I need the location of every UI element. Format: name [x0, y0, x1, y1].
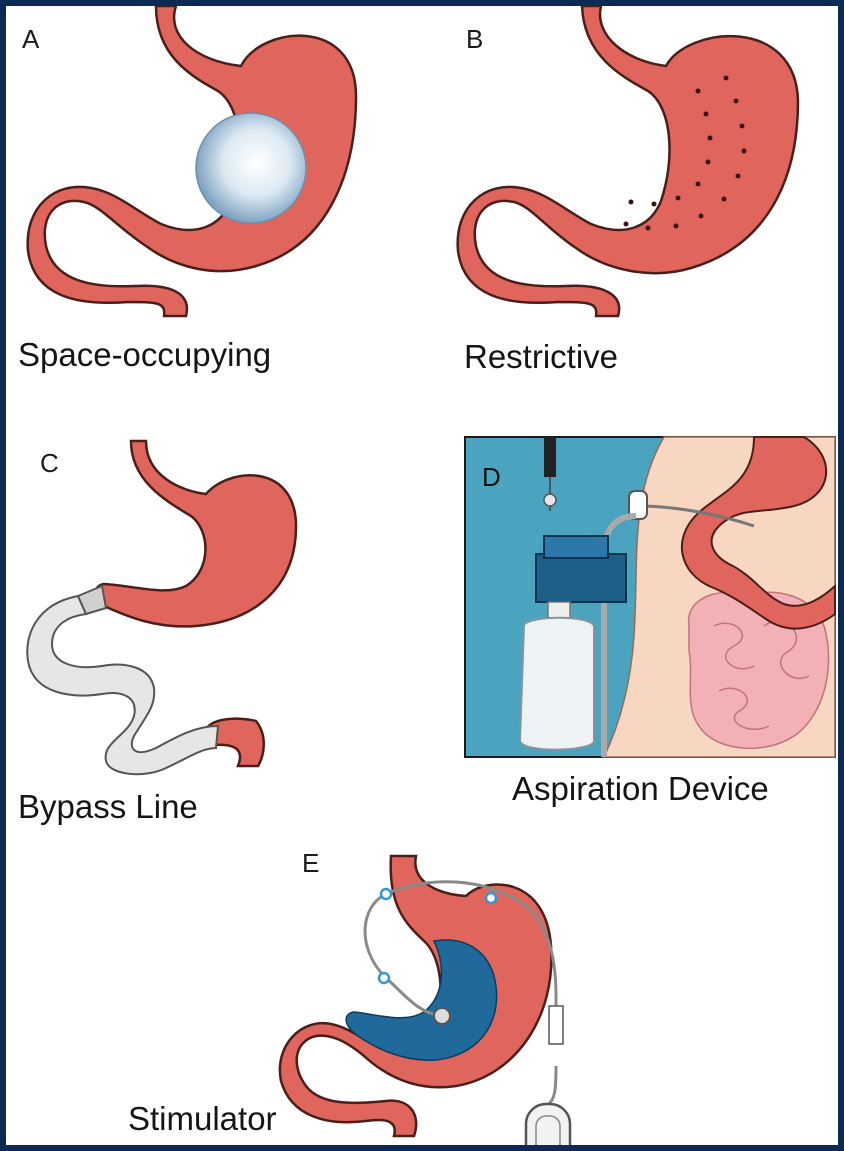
- panel-d-letter: D: [482, 462, 501, 493]
- stomach-shape: [28, 6, 356, 316]
- figure-frame: A Space-occupying B: [6, 6, 838, 1145]
- balloon-icon: [196, 113, 306, 223]
- stomach-illustration-a: [6, 6, 406, 326]
- aspiration-illustration: [464, 436, 836, 758]
- panel-a: A Space-occupying: [6, 6, 426, 406]
- stomach-illustration-e: [106, 836, 626, 1145]
- stomach-illustration-c: [6, 436, 406, 776]
- panel-b: B Restrictive: [426, 6, 838, 406]
- panel-e: E Stimulator: [106, 836, 626, 1145]
- panel-b-caption: Restrictive: [464, 338, 618, 376]
- panel-e-caption: Stimulator: [128, 1100, 277, 1138]
- panel-d-caption: Aspiration Device: [512, 770, 769, 808]
- panel-a-caption: Space-occupying: [18, 336, 271, 374]
- pulse-generator-icon: [526, 1104, 570, 1145]
- panel-d: D Aspiration Device: [464, 436, 838, 826]
- panel-c-caption: Bypass Line: [18, 788, 198, 826]
- stimulated-region: [346, 940, 497, 1060]
- stomach-illustration-b: [426, 6, 838, 326]
- panel-c: C Bypass Line: [6, 436, 426, 826]
